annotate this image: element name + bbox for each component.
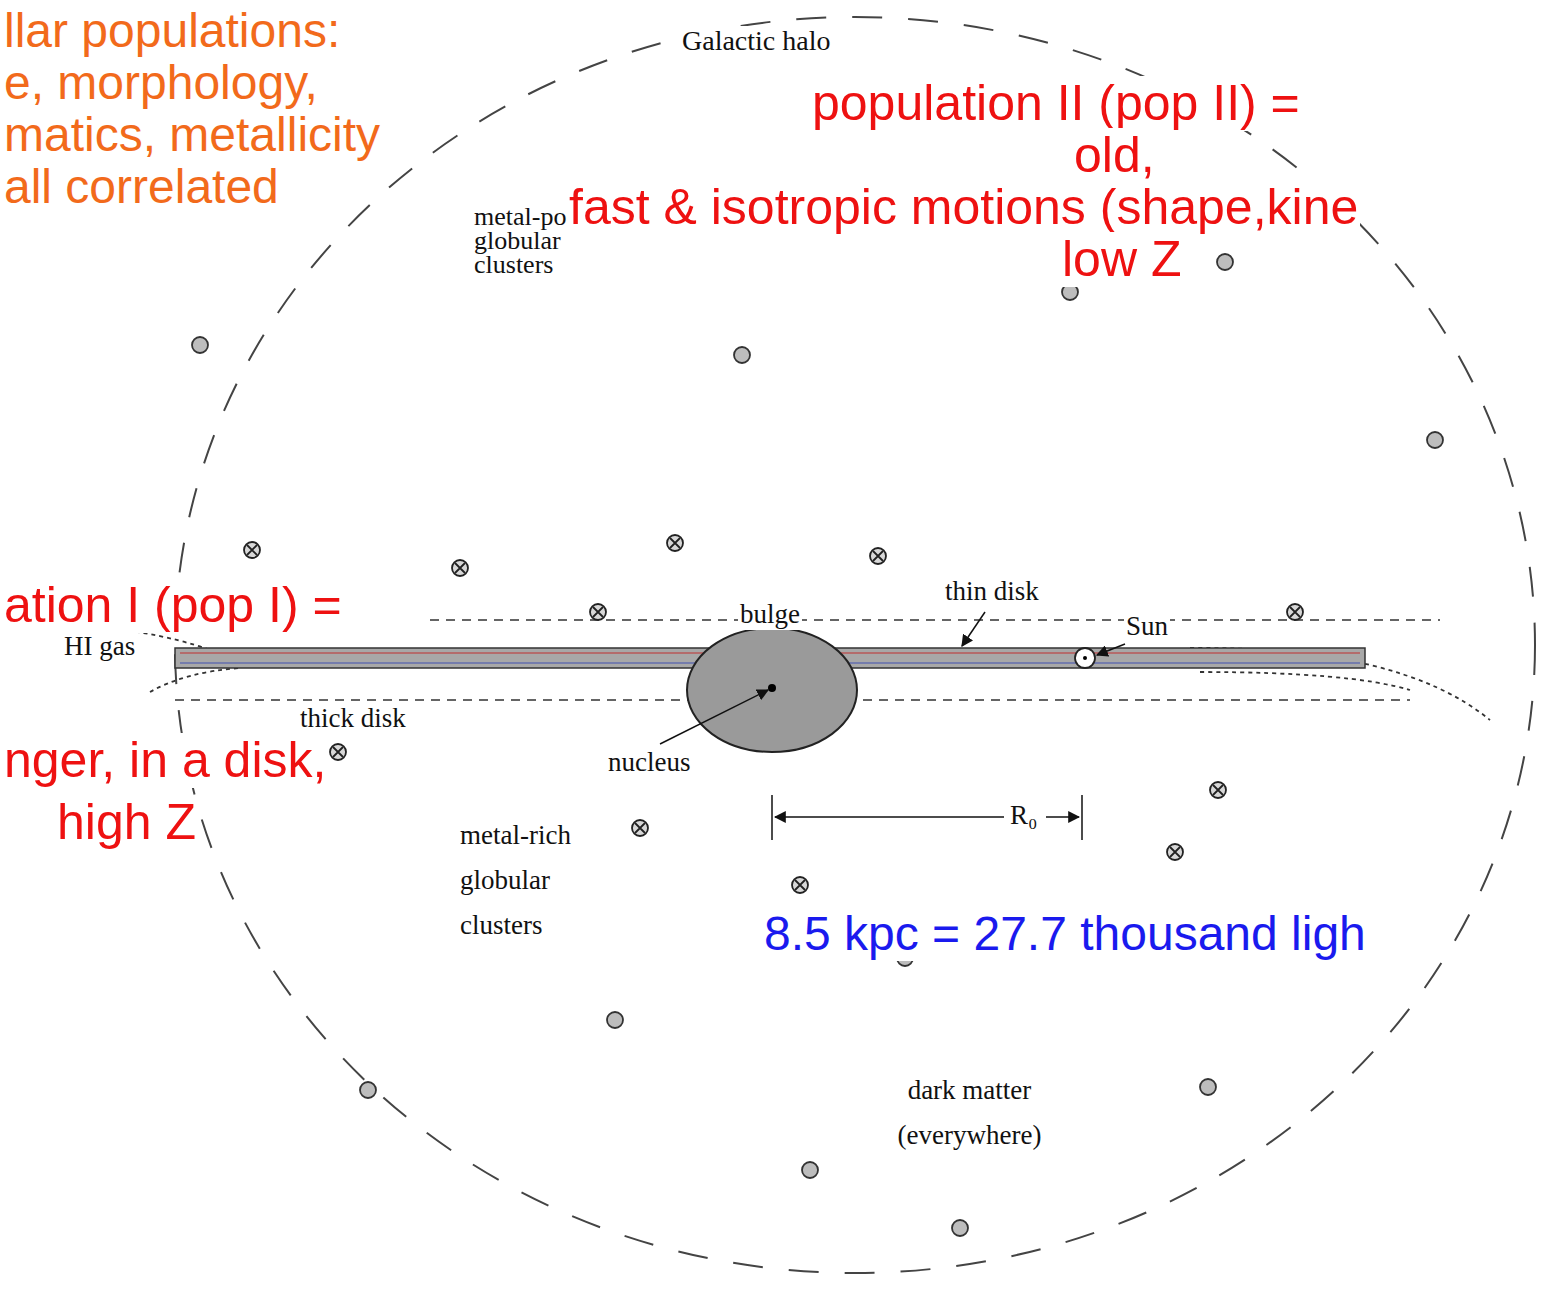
region-label: metal-rich globular clusters [458, 813, 622, 948]
leader-line [962, 612, 985, 646]
nucleus-dot [768, 684, 776, 692]
region-label: HI gas [62, 632, 137, 662]
population-note: nger, in a disk, [2, 733, 328, 788]
region-label: Sun [1124, 612, 1170, 642]
sun-symbol [1083, 656, 1087, 660]
population-note: low Z [1060, 232, 1183, 287]
region-label: nucleus [606, 748, 692, 778]
dimension-tick [1081, 795, 1083, 840]
note-text: matics, metallicity [2, 109, 382, 162]
population-note: high Z [55, 795, 198, 850]
thick-disk-edge [430, 619, 1440, 621]
sun-symbol [1075, 648, 1095, 668]
region-label: thick disk [298, 704, 408, 734]
dimension-arrow [1046, 816, 1079, 818]
population-note: fast & isotropic motions (shape,kine [567, 180, 1360, 235]
note-text: e, morphology, [2, 57, 320, 110]
metal-poor-clusters [192, 185, 1443, 1236]
region-label: bulge [738, 600, 802, 630]
region-label: dark matter (everywhere) [880, 1068, 1059, 1158]
bulge [687, 628, 857, 752]
dimension-label: R₀ [1008, 801, 1039, 831]
note-text: all correlated [2, 161, 281, 214]
region-label: Galactic halo [680, 26, 832, 57]
leader-line [1097, 644, 1125, 655]
leader-line [660, 690, 768, 744]
distance-note: 8.5 kpc = 27.7 thousand ligh [762, 908, 1368, 961]
note-text: llar populations: [2, 5, 342, 58]
dimension-tick [771, 795, 773, 840]
dimension-arrow [775, 816, 1004, 818]
region-label: thin disk [943, 577, 1041, 607]
metal-rich-clusters [187, 535, 1303, 893]
hi-gas-edge [1200, 672, 1410, 690]
hi-gas-edge [150, 668, 240, 692]
population-note: ation I (pop I) = [2, 578, 344, 633]
population-note: population II (pop II) = [810, 76, 1302, 131]
galactic-halo [175, 17, 1535, 1273]
population-note: old, [1072, 128, 1157, 183]
